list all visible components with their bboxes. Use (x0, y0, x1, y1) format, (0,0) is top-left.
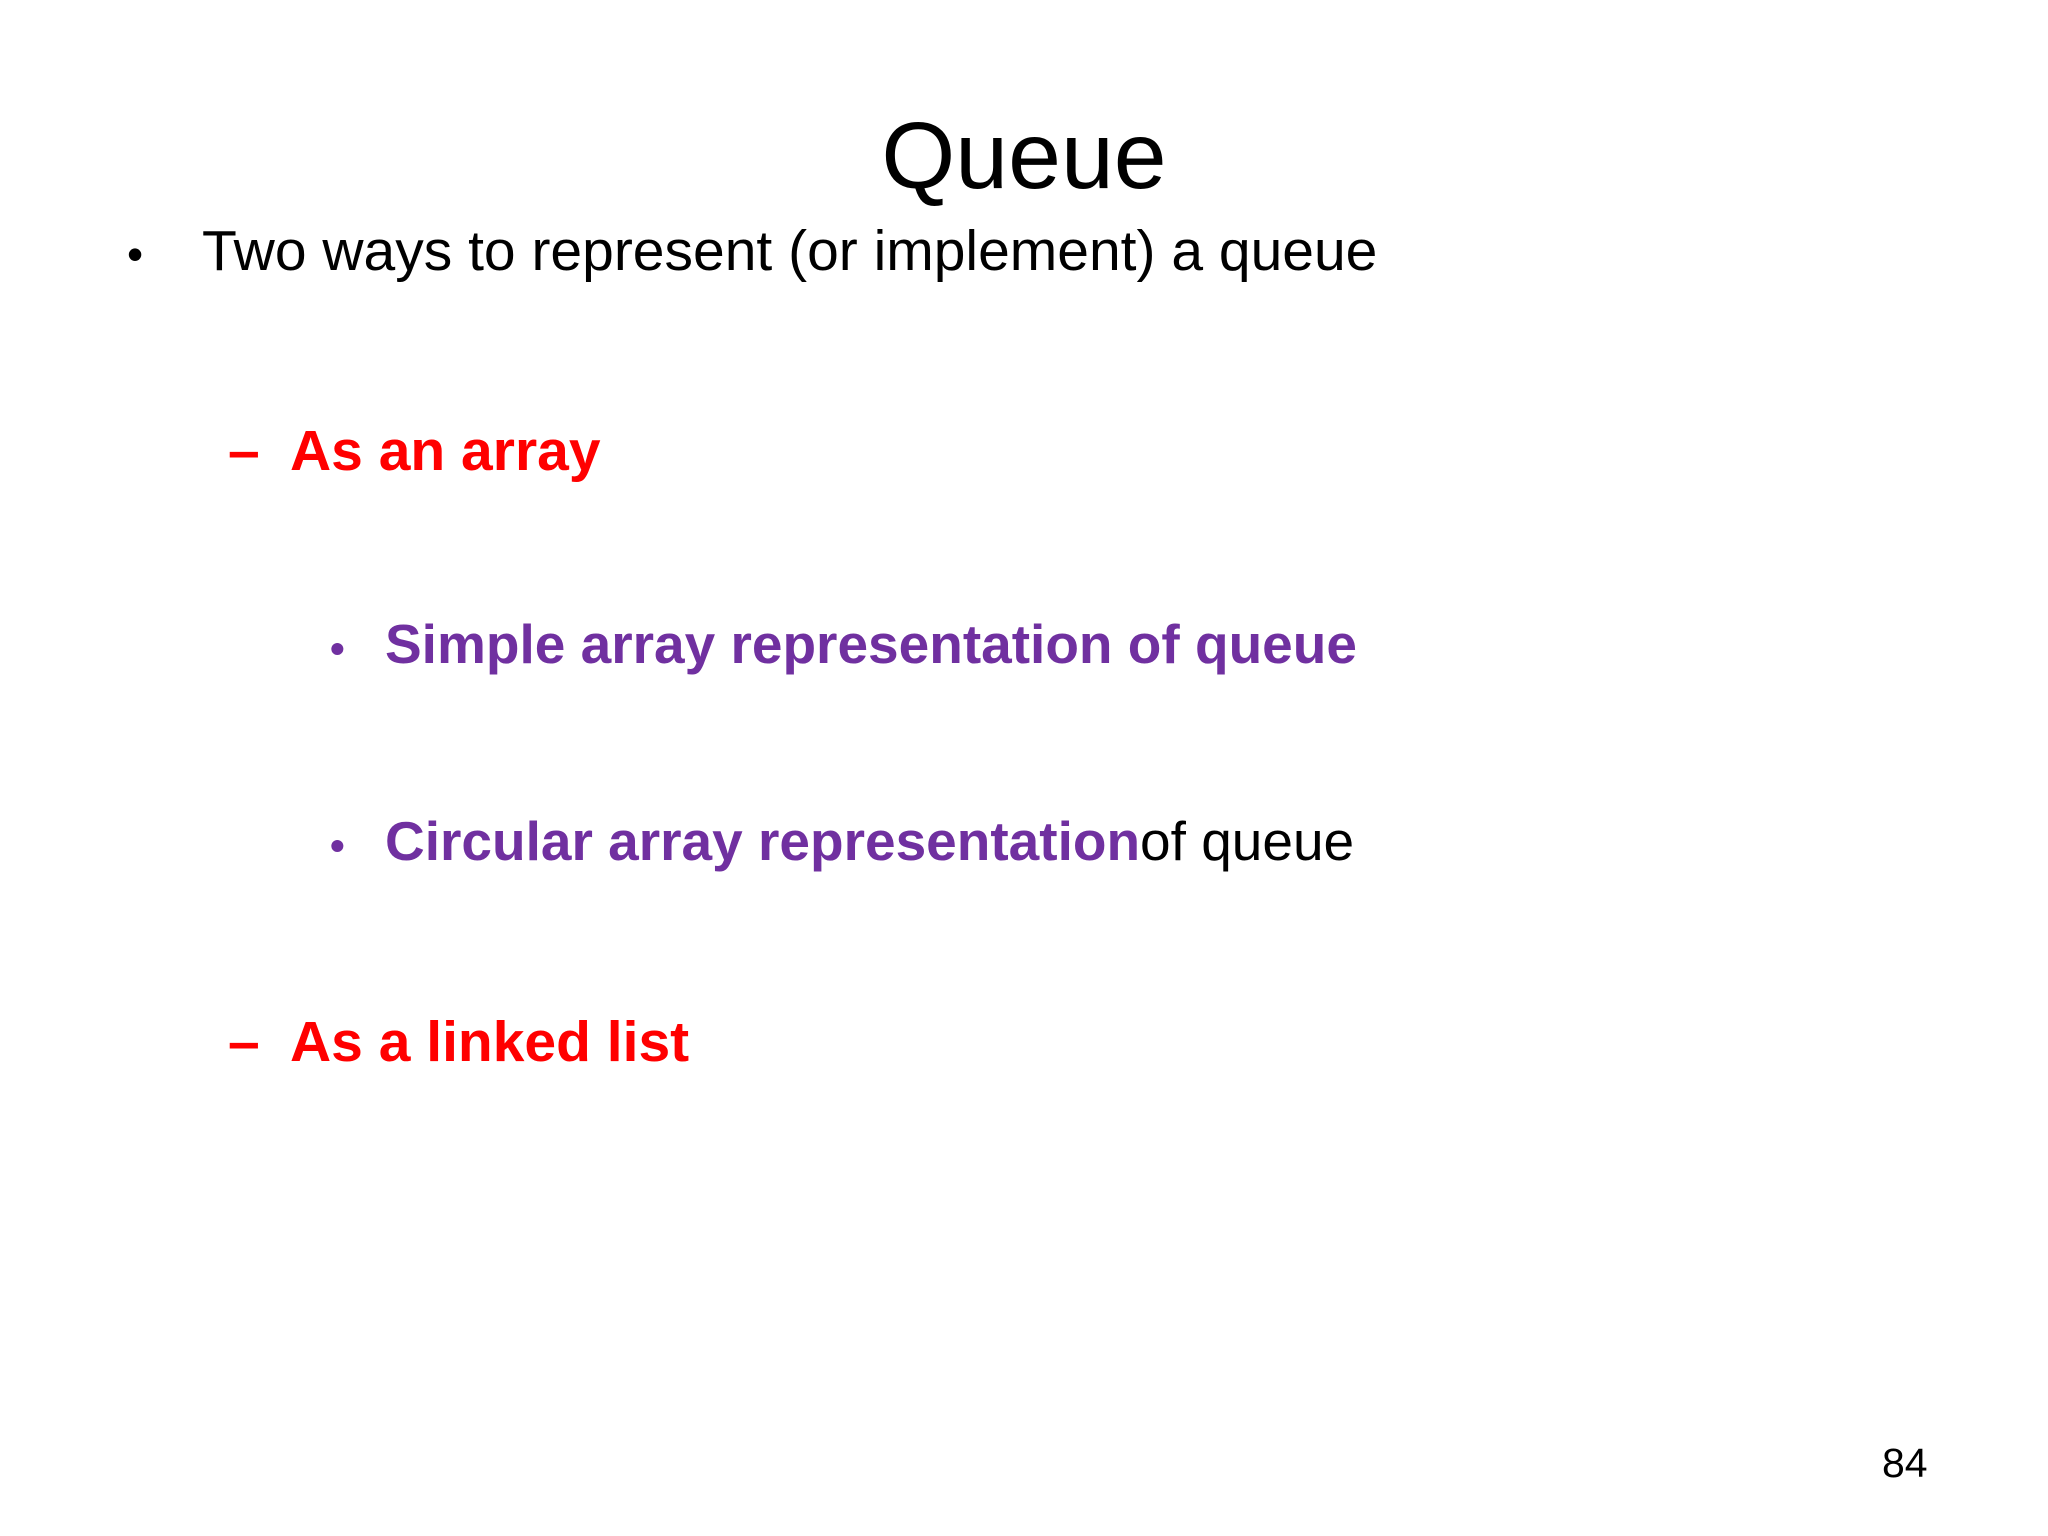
bullet-text-purple: Circular array representation (385, 810, 1141, 872)
bullet-circular-array: • Circular array representation of queue (330, 814, 1354, 869)
bullet-simple-array: • Simple array representation of queue (330, 617, 1357, 672)
bullet-text-black: of queue (1140, 810, 1355, 872)
bullet-dot-icon: • (330, 822, 345, 869)
dash-icon: – (228, 1010, 260, 1074)
bullet-dot-icon: • (330, 625, 345, 672)
page-number: 84 (1882, 1440, 1928, 1486)
slide-title: Queue (881, 102, 1167, 209)
bullet-text: As a linked list (290, 1010, 690, 1074)
bullet-text: Simple array representation of queue (385, 613, 1357, 675)
bullet-as-linked-list: – As a linked list (228, 1014, 689, 1071)
dash-icon: – (228, 419, 260, 483)
bullet-text: As an array (290, 419, 601, 483)
bullet-as-an-array: – As an array (228, 423, 601, 480)
bullet-two-ways: • Two ways to represent (or implement) a… (127, 223, 1377, 280)
bullet-text: Two ways to represent (or implement) a q… (202, 219, 1378, 283)
bullet-dot-icon: • (127, 228, 144, 280)
